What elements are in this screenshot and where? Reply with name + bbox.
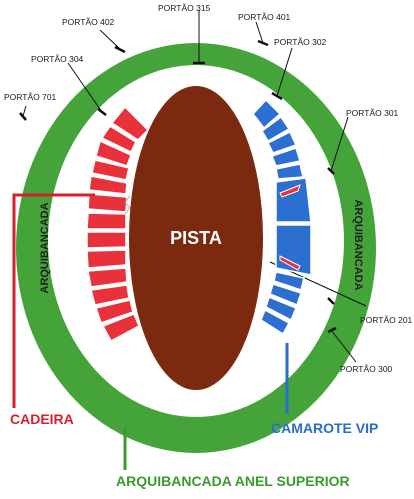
cadeira-sections[interactable] — [86, 105, 150, 343]
pista-label: PISTA — [170, 228, 222, 248]
gate-301[interactable]: PORTÃO 301 — [346, 108, 399, 118]
legend-camarote-vip[interactable]: CAMAROTE VIP — [271, 420, 378, 436]
gate-304[interactable]: PORTÃO 304 — [31, 54, 84, 64]
gate-leaders — [22, 10, 367, 363]
gate-401[interactable]: PORTÃO 401 — [238, 12, 291, 22]
legend-pointers — [12, 193, 289, 470]
gate-701[interactable]: PORTÃO 701 — [4, 92, 57, 102]
gate-315[interactable]: PORTÃO 315 — [158, 3, 211, 13]
legend-cadeira[interactable]: CADEIRA — [10, 411, 74, 427]
gate-302[interactable]: PORTÃO 302 — [274, 37, 327, 47]
pista[interactable] — [129, 86, 263, 390]
arquibancada-label-right: ARQUIBANCADA — [352, 199, 364, 290]
cadeira-pointer — [12, 193, 95, 408]
cadeira-gap — [124, 195, 131, 215]
arquibancada-label-left: ARQUIBANCADA — [39, 202, 51, 293]
gate-402[interactable]: PORTÃO 402 — [62, 17, 115, 27]
gate-300[interactable]: PORTÃO 300 — [340, 364, 393, 374]
gate-201[interactable]: PORTÃO 201 — [360, 315, 413, 325]
camarote-markers — [279, 184, 301, 271]
legend-arquibancada-anel-superior[interactable]: ARQUIBANCADA ANEL SUPERIOR — [116, 473, 350, 489]
